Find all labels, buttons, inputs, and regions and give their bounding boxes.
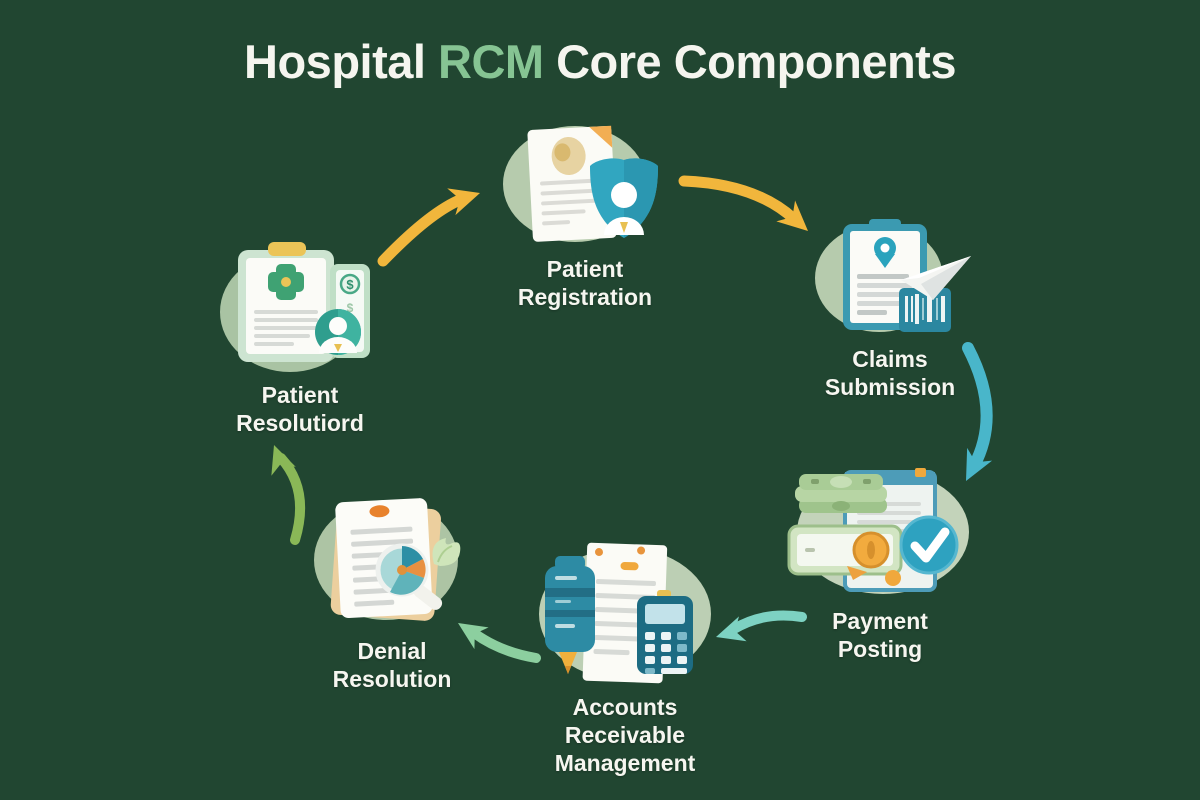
page-title: Hospital RCM Core Components [0,34,1200,89]
node-label-patient-record: Patient Resolutiord [236,381,364,437]
paper-plane-icon [900,256,971,300]
dollar-sign-glyph: $ [346,301,353,315]
label-line: Submission [824,374,956,401]
shield-person-icon [590,158,658,238]
medical-clipboard-person-icon: $ $ [219,242,370,372]
node-label-payment-posting: Payment Posting [832,607,928,663]
label-line: Payment [832,608,928,634]
node-patient-registration: Patient Registration [465,122,705,311]
node-label-claims-submission: Claims Submission [825,345,955,401]
node-label-accounts-receivable: Accounts Receivable Management [555,693,696,777]
label-line: Denial [357,638,427,664]
patient-document-icon [527,125,617,242]
label-line: Management [554,750,696,777]
label-line: Posting [837,636,923,663]
label-line: Claims [852,346,928,372]
label-line: Patient [261,382,339,408]
checkmark-circle-icon [899,515,958,575]
barcode-card-icon [898,288,951,332]
node-label-patient-registration: Patient Registration [518,255,652,311]
label-line: Resolutiord [236,410,364,437]
leaf-icon [432,538,460,566]
node-label-denial-resolution: Denial Resolution [333,637,452,693]
title-part-core-components: Core Components [543,35,956,88]
label-line: Receivable [564,722,686,749]
person-badge-icon [314,309,361,355]
label-line: Accounts [572,694,678,720]
dollar-sign-glyph: $ [346,277,354,292]
money-stack-icon [794,474,887,513]
node-claims-submission: Claims Submission [770,218,1010,401]
label-line: Registration [517,284,653,311]
node-patient-record: $ $ Patient Resolutiord [180,240,420,437]
node-denial-resolution: Denial Resolution [272,494,512,693]
document-shield-person-icon [503,125,658,242]
document-magnifier-pie-icon [313,498,460,621]
node-payment-posting: Payment Posting [760,462,1000,663]
label-line: Resolution [332,666,452,693]
clipboard-paper-plane-icon [814,219,971,332]
calculator-icon [637,590,693,674]
magnifier-pie-chart-icon [375,543,442,610]
ledger-calculator-icon [539,542,711,684]
label-line: Patient [546,256,624,282]
cash-stack-checkmark-icon [787,468,969,594]
banknote-coin-icon [787,524,902,586]
title-part-rcm: RCM [438,35,544,88]
medical-clipboard-icon [237,242,334,362]
teal-stamp-icon [545,556,595,674]
node-accounts-receivable-management: Accounts Receivable Management [505,540,745,777]
title-part-hospital: Hospital [244,35,438,88]
